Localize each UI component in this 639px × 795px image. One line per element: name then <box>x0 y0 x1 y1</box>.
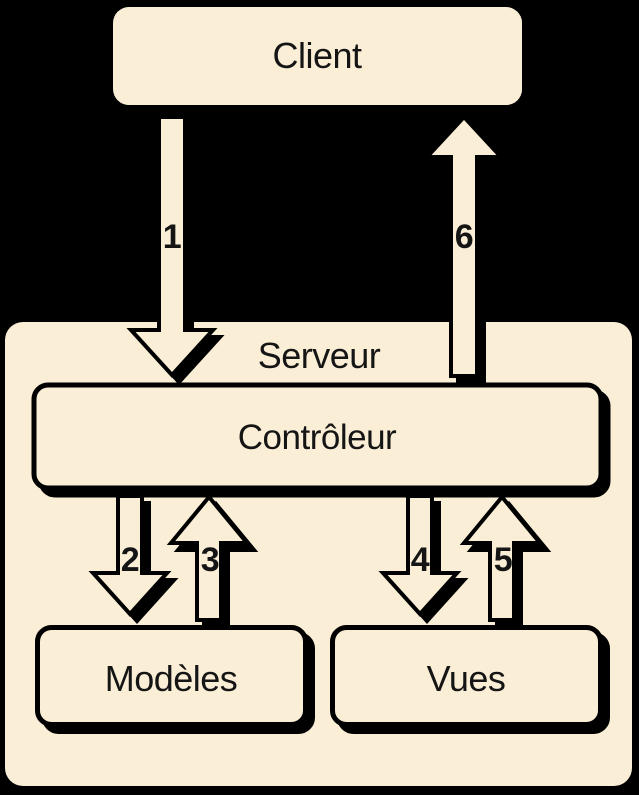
modeles-label: Modèles <box>105 658 238 699</box>
controleur-box <box>31 382 604 491</box>
arrow-5-vues-to-controleur <box>459 493 545 622</box>
arrow-6-label: 6 <box>455 218 473 256</box>
modeles-box <box>35 625 308 727</box>
arrow-2-label: 2 <box>121 541 139 579</box>
arrow-6-controleur-to-client <box>422 114 506 378</box>
arrow-4-label: 4 <box>411 541 430 579</box>
controleur-label: Contrôleur <box>238 418 397 457</box>
arrow-4-controleur-to-vues <box>378 494 462 617</box>
arrow-3-label: 3 <box>201 541 219 579</box>
arrow-3-modeles-to-controleur <box>166 493 252 622</box>
arrow-5-label: 5 <box>494 541 512 579</box>
vues-label: Vues <box>427 658 506 699</box>
arrow-2-controleur-to-modeles <box>88 494 172 617</box>
arrow-1-label: 1 <box>163 218 181 256</box>
client-label: Client <box>272 35 362 76</box>
vues-box <box>330 625 603 727</box>
serveur-label: Serveur <box>258 335 381 376</box>
client-box <box>113 7 522 105</box>
arrow-1-client-to-controleur <box>126 115 218 378</box>
